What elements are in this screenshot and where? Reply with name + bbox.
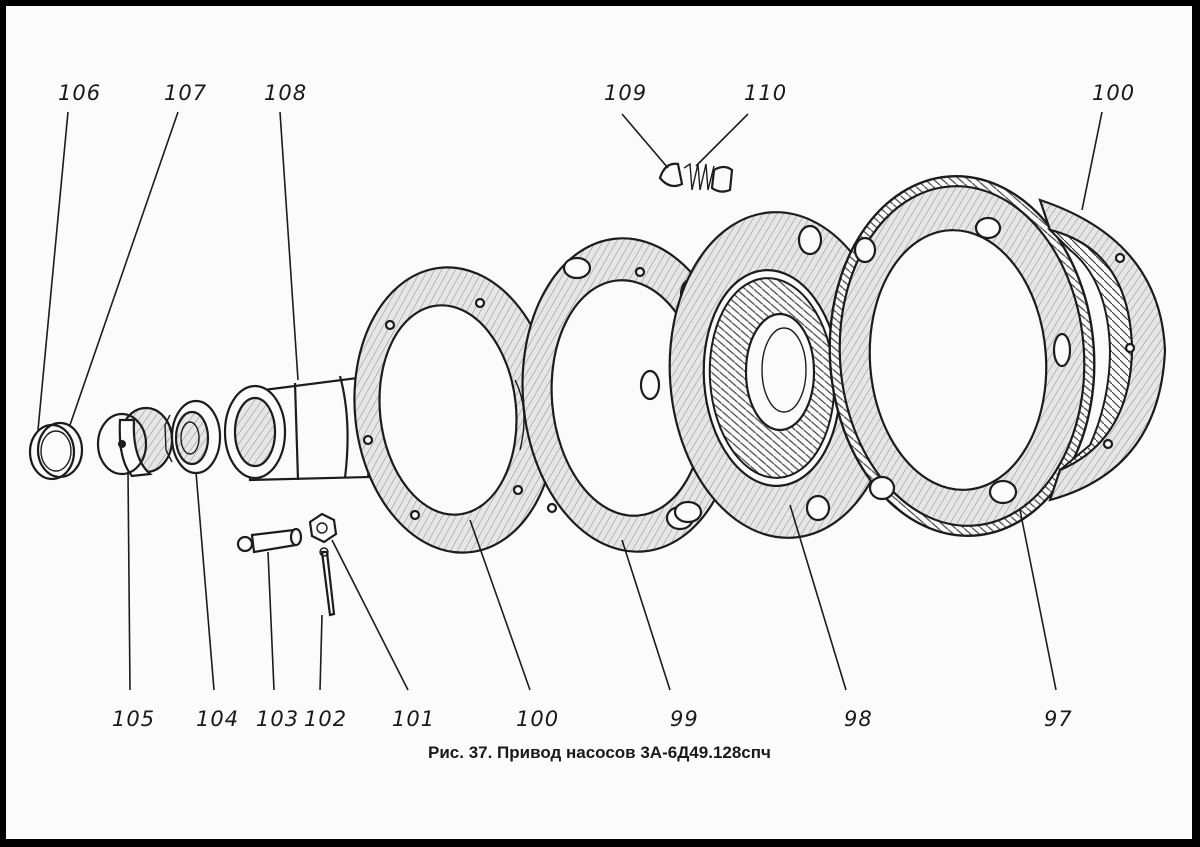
label-100-top: 100: [1092, 81, 1135, 105]
part-102-cotter: [319, 547, 336, 617]
label-109: 109: [604, 81, 647, 105]
figure-caption: Рис. 37. Привод насосов 3А-6Д49.128спч: [428, 743, 771, 762]
part-105-cap: [96, 406, 174, 478]
label-100-bottom: 100: [516, 707, 559, 731]
part-number-labels: 106 107 108 109 110 100 105 104 103 102 …: [58, 81, 1135, 731]
label-99: 99: [670, 707, 699, 731]
part-100-flange-left: [353, 266, 557, 554]
part-97-ring-gear: [828, 175, 1096, 537]
part-104-bearing: [164, 399, 222, 475]
label-106: 106: [58, 81, 101, 105]
part-109-key: [658, 162, 684, 188]
part-100-housing-right: [1038, 198, 1167, 502]
label-110: 110: [744, 81, 787, 105]
part-106-ring: [28, 421, 84, 481]
label-105: 105: [112, 707, 155, 731]
label-101: 101: [392, 707, 435, 731]
label-103: 103: [256, 707, 299, 731]
label-97: 97: [1044, 707, 1073, 731]
label-98: 98: [844, 707, 873, 731]
leader-lines: [37, 111, 1103, 691]
label-102: 102: [304, 707, 347, 731]
label-108: 108: [264, 81, 307, 105]
part-103-pin: [236, 527, 303, 554]
part-101-nut: [308, 512, 338, 544]
label-107: 107: [164, 81, 207, 105]
part-110-spring: [683, 162, 734, 193]
label-104: 104: [196, 707, 239, 731]
